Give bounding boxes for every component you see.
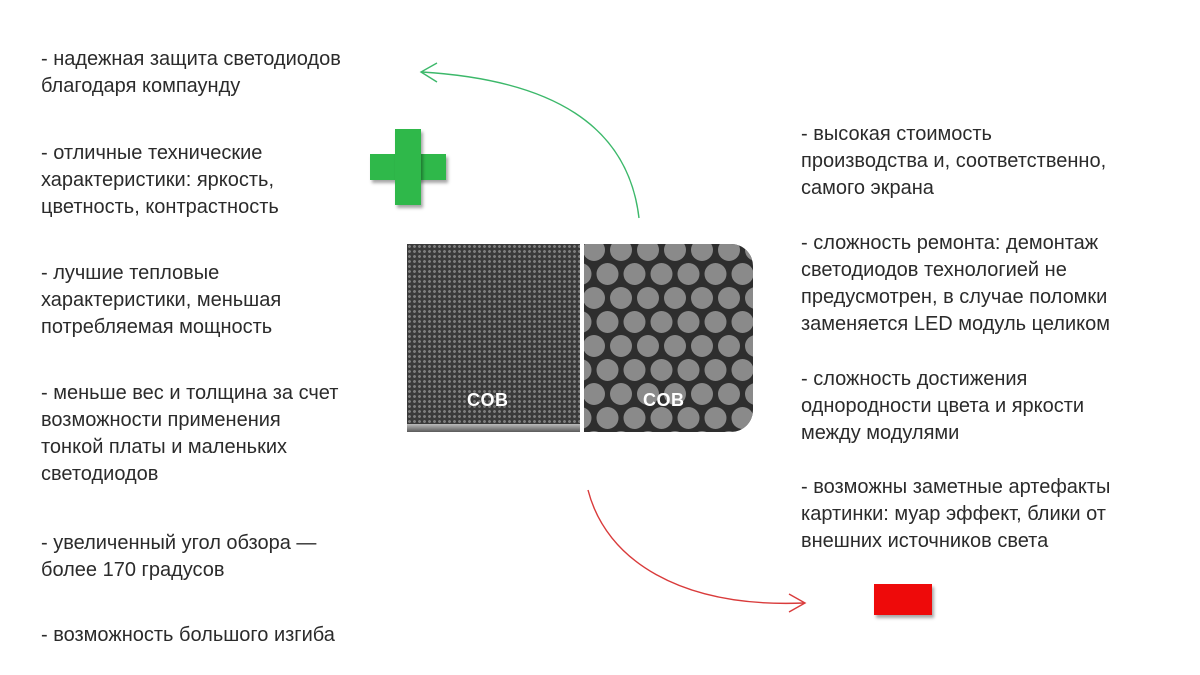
led-dot <box>677 359 700 381</box>
disadvantage-item: - возможны заметные артефакты картинки: … <box>801 476 1111 552</box>
led-dot <box>584 335 605 357</box>
led-dot <box>623 263 646 285</box>
led-dot <box>650 263 673 285</box>
led-dot <box>731 359 753 381</box>
led-dot <box>664 335 686 357</box>
led-dot <box>677 311 700 333</box>
advantage-item: - меньше вес и толщина за счет возможнос… <box>41 382 339 485</box>
cob-macro-view <box>407 244 580 432</box>
led-dot <box>610 383 632 405</box>
led-dot <box>616 431 626 432</box>
led-dot <box>718 335 740 357</box>
cob-label-right: COB <box>643 390 685 410</box>
advantage-item: - увеличенный угол обзора — более 170 гр… <box>41 532 317 581</box>
arrow-up-icon <box>419 62 640 219</box>
led-dot <box>691 335 713 357</box>
advantage-item: - лучшие тепловые характеристики, меньша… <box>41 262 282 338</box>
led-dot <box>718 244 740 261</box>
led-dot <box>704 263 727 285</box>
cob-label-left: COB <box>467 390 509 410</box>
led-dot <box>584 287 605 309</box>
led-dot <box>596 359 619 381</box>
led-dot <box>623 407 646 429</box>
advantage-item: - возможность большого изгиба <box>41 624 335 646</box>
led-dot <box>704 359 727 381</box>
cob-closeup-view <box>584 244 753 432</box>
led-dot <box>584 263 592 285</box>
plus-icon <box>370 129 446 205</box>
led-dot <box>718 383 740 405</box>
led-dot <box>643 431 653 432</box>
led-dot <box>691 244 713 261</box>
led-dot <box>584 244 605 261</box>
led-dot <box>650 359 673 381</box>
led-dot <box>637 287 659 309</box>
led-dot <box>677 263 700 285</box>
led-dot <box>664 244 686 261</box>
led-dot <box>745 287 753 309</box>
disadvantage-item: - сложность ремонта: демонтаж светодиодо… <box>801 232 1110 335</box>
led-dot <box>724 431 734 432</box>
led-dot <box>589 431 599 432</box>
led-dot <box>610 244 632 261</box>
led-dot <box>596 407 619 429</box>
led-dot <box>691 287 713 309</box>
led-dot <box>718 287 740 309</box>
led-dot <box>745 383 753 405</box>
led-dot <box>664 383 686 405</box>
led-dot <box>691 383 713 405</box>
led-dot <box>650 407 673 429</box>
led-dot <box>610 335 632 357</box>
led-dot <box>584 383 605 405</box>
led-dot <box>677 407 700 429</box>
led-dot <box>670 431 680 432</box>
led-dot <box>610 287 632 309</box>
led-dot <box>584 407 592 429</box>
led-dot <box>596 311 619 333</box>
advantage-item: - надежная защита светодиодов благодаря … <box>41 48 341 97</box>
led-dot <box>731 407 753 429</box>
disadvantage-item: - высокая стоимость производства и, соот… <box>801 123 1107 199</box>
led-dot <box>664 287 686 309</box>
led-dot <box>623 311 646 333</box>
led-dot <box>650 311 673 333</box>
led-dot <box>704 311 727 333</box>
led-dot <box>751 431 753 432</box>
led-dot <box>637 383 659 405</box>
led-dot <box>731 263 753 285</box>
led-dot <box>637 335 659 357</box>
arrow-down-icon <box>587 489 807 613</box>
disadvantage-item: - сложность достижения однородности цвет… <box>801 368 1085 444</box>
cob-module-image: COB COB <box>407 244 753 432</box>
led-dot <box>731 311 753 333</box>
led-dot <box>584 311 592 333</box>
led-dot <box>745 335 753 357</box>
led-dot <box>704 407 727 429</box>
led-dot <box>623 359 646 381</box>
minus-icon <box>874 584 932 615</box>
advantage-item: - отличные технические характеристики: я… <box>41 142 279 218</box>
led-dot <box>637 244 659 261</box>
led-dot <box>596 263 619 285</box>
led-dot <box>584 359 592 381</box>
led-dot <box>745 244 753 261</box>
led-dot <box>697 431 707 432</box>
